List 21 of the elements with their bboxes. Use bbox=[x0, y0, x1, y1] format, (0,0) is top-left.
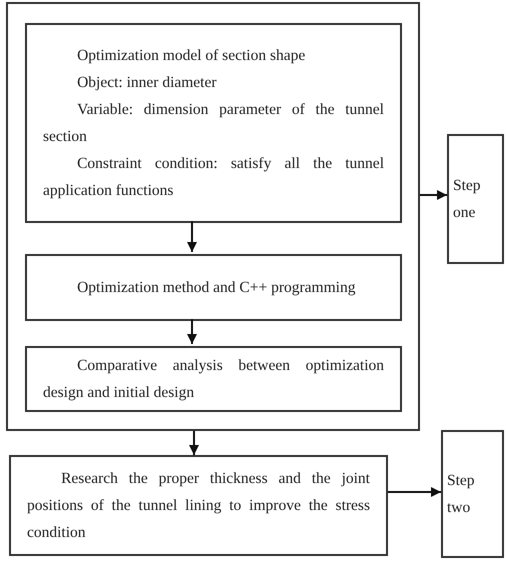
step-box bbox=[447, 134, 504, 264]
step-box bbox=[441, 430, 504, 558]
arrow bbox=[187, 319, 197, 344]
box-text: Comparative analysis between optimization design and initial design bbox=[43, 356, 384, 403]
box-text: Step one bbox=[453, 176, 482, 223]
box-text: Object: inner diameter bbox=[76, 73, 218, 93]
process-box bbox=[9, 455, 388, 556]
arrow bbox=[189, 431, 199, 455]
group-frame bbox=[6, 2, 420, 431]
box-text: Optimization model of section shape bbox=[76, 46, 306, 66]
box-text: Constraint condition: satisfy all the tunnel application functions bbox=[43, 154, 384, 201]
box-text: Research the proper thickness and the joint positions of the tunnel lining to improve the stress condition bbox=[27, 469, 370, 543]
box-text: Variable: dimension parameter of the tunnel section bbox=[43, 100, 384, 147]
process-box bbox=[25, 254, 402, 321]
process-box bbox=[25, 23, 402, 223]
arrow bbox=[187, 221, 197, 252]
box-text: Step two bbox=[447, 471, 476, 518]
arrow bbox=[420, 190, 447, 200]
box-text: Optimization method and C++ programming bbox=[76, 278, 356, 298]
arrow bbox=[388, 487, 441, 497]
process-box bbox=[25, 346, 402, 412]
